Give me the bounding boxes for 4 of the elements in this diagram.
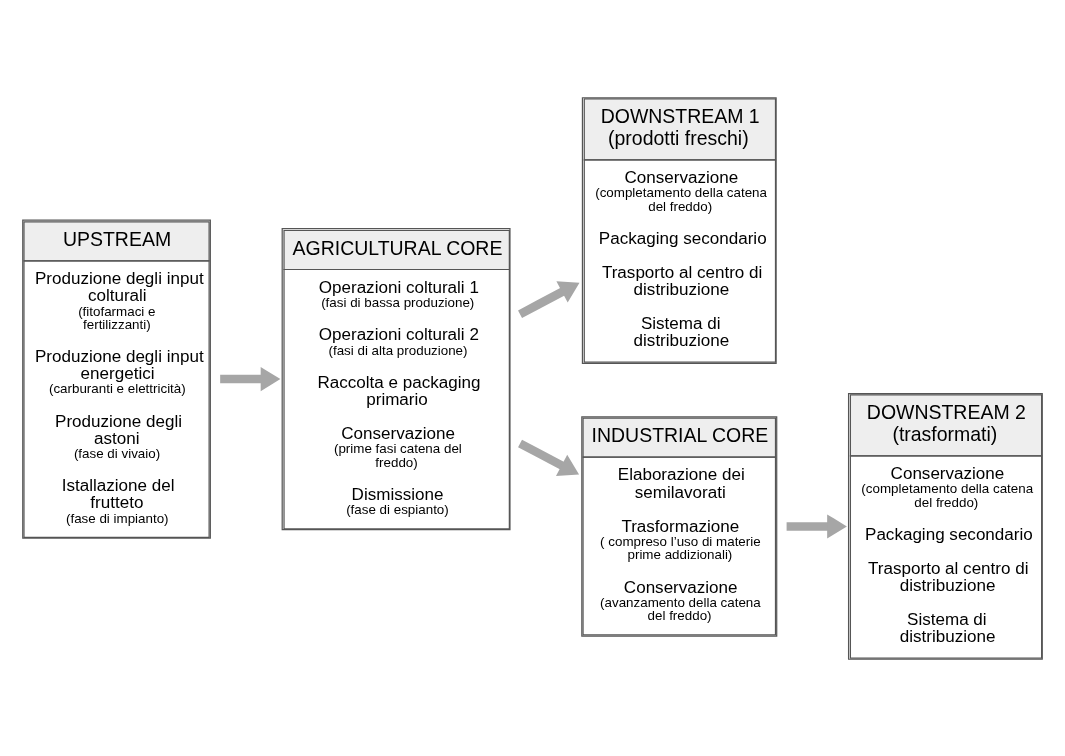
arrow [518,280,580,318]
arrow [786,513,847,539]
arrow [220,366,281,391]
arrow [518,439,580,476]
